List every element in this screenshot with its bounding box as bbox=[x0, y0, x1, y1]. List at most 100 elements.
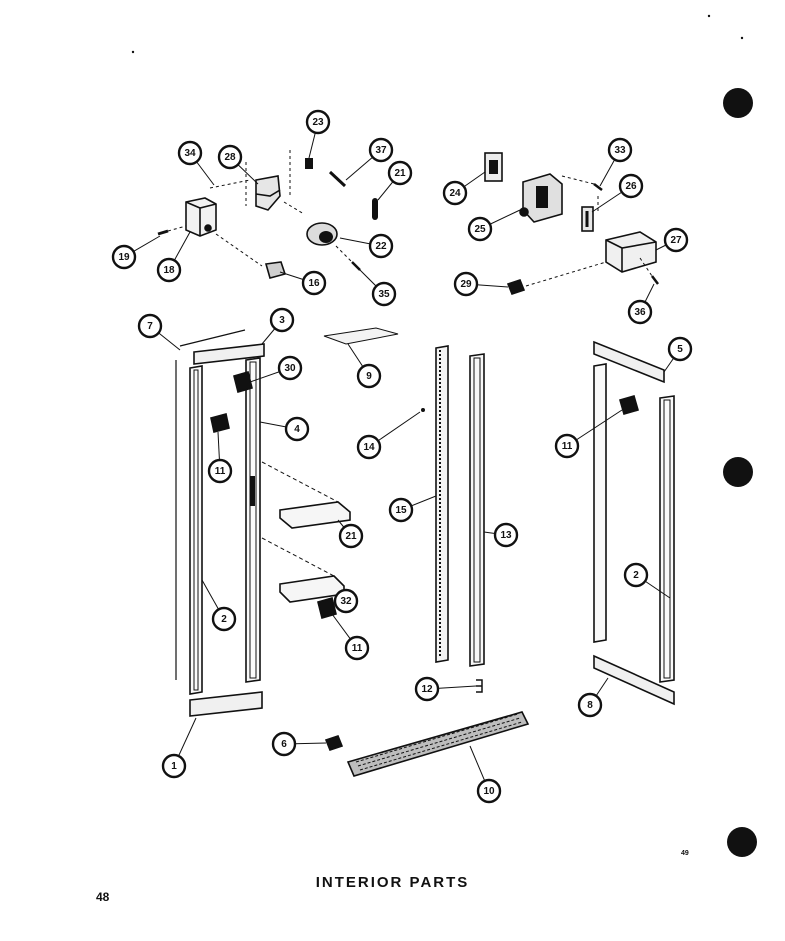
hinge-11-lower bbox=[317, 597, 337, 619]
callout-10: 10 bbox=[476, 778, 502, 804]
callout-circle bbox=[301, 270, 327, 296]
callout-number: 11 bbox=[352, 643, 363, 654]
callout-circle bbox=[414, 676, 440, 702]
callout-36: 36 bbox=[627, 299, 653, 325]
strip-4 bbox=[245, 357, 261, 683]
binder-hole-bottom bbox=[727, 827, 757, 857]
binder-hole-middle bbox=[723, 457, 753, 487]
hinge-11-left bbox=[210, 413, 230, 433]
callout-27: 27 bbox=[663, 227, 689, 253]
callout-2: 2 bbox=[623, 562, 649, 588]
callout-number: 14 bbox=[363, 442, 375, 453]
breaker-1 bbox=[189, 691, 263, 717]
callout-circle bbox=[211, 606, 237, 632]
callout-number: 13 bbox=[500, 530, 512, 541]
callout-number: 21 bbox=[394, 168, 406, 179]
grille-10 bbox=[346, 711, 530, 777]
breaker-6 bbox=[593, 654, 675, 706]
callout-circle bbox=[344, 635, 370, 661]
callout-circle bbox=[269, 307, 295, 333]
callout-2: 2 bbox=[211, 606, 237, 632]
callout-circle bbox=[137, 313, 163, 339]
callout-number: 9 bbox=[366, 371, 372, 382]
callout-circle bbox=[453, 271, 479, 297]
callout-number: 33 bbox=[614, 145, 626, 156]
knob-29 bbox=[506, 279, 526, 295]
corner-mark: 49 bbox=[681, 850, 689, 857]
callout-number: 11 bbox=[562, 441, 573, 452]
callout-15: 15 bbox=[388, 497, 414, 523]
callout-28: 28 bbox=[217, 144, 243, 170]
mullion-13-inner bbox=[473, 357, 481, 663]
callout-6: 6 bbox=[271, 731, 297, 757]
callout-number: 25 bbox=[474, 224, 486, 235]
callout-number: 3 bbox=[279, 315, 285, 326]
bracket-28 bbox=[255, 175, 281, 211]
callout-number: 28 bbox=[224, 152, 236, 163]
screw-33 bbox=[593, 183, 603, 191]
mullion-15 bbox=[435, 345, 449, 663]
speck bbox=[740, 36, 744, 40]
callout-number: 32 bbox=[340, 596, 352, 607]
strip-right-2-inner bbox=[663, 399, 671, 679]
callout-number: 1 bbox=[171, 761, 177, 772]
callout-circle bbox=[305, 109, 331, 135]
callout-14: 14 bbox=[356, 434, 382, 460]
control-25-detail bbox=[536, 186, 548, 208]
callout-11: 11 bbox=[207, 458, 233, 484]
callout-circle bbox=[371, 281, 397, 307]
callout-7: 7 bbox=[137, 313, 163, 339]
screw-36 bbox=[651, 275, 659, 285]
callout-number: 16 bbox=[308, 278, 320, 289]
strip-4-inner bbox=[249, 361, 257, 679]
thermostat-knob bbox=[204, 224, 212, 232]
callout-number: 26 bbox=[625, 181, 637, 192]
hinge-30 bbox=[233, 371, 253, 393]
callout-number: 27 bbox=[670, 235, 682, 246]
callout-circle bbox=[284, 416, 310, 442]
bracket-28-bend bbox=[255, 189, 281, 197]
callout-circle bbox=[368, 137, 394, 163]
callout-number: 37 bbox=[375, 145, 387, 156]
housing-27-face bbox=[605, 239, 657, 272]
callout-circle bbox=[607, 137, 633, 163]
callout-18: 18 bbox=[156, 257, 182, 283]
callout-circle bbox=[111, 244, 137, 270]
callout-circle bbox=[667, 336, 693, 362]
callout-circle bbox=[333, 588, 359, 614]
callout-circle bbox=[156, 257, 182, 283]
screw-19 bbox=[157, 229, 169, 236]
callout-11: 11 bbox=[344, 635, 370, 661]
cover-9 bbox=[323, 327, 399, 345]
parts-drawing bbox=[131, 14, 757, 857]
callout-number: 29 bbox=[460, 279, 472, 290]
clip-16 bbox=[264, 261, 287, 279]
strip-left-outer bbox=[189, 365, 203, 695]
callout-number: 8 bbox=[587, 700, 593, 711]
hinge-11-right bbox=[619, 395, 639, 415]
callout-number: 10 bbox=[483, 786, 495, 797]
callout-number: 7 bbox=[147, 321, 153, 332]
callout-5: 5 bbox=[667, 336, 693, 362]
callout-9: 9 bbox=[356, 363, 382, 389]
callout-number: 36 bbox=[634, 307, 646, 318]
callout-circle bbox=[207, 458, 233, 484]
page-number: 48 bbox=[96, 890, 110, 904]
callout-circle bbox=[663, 227, 689, 253]
thermostat-box-face bbox=[185, 201, 217, 236]
callout-circle bbox=[356, 434, 382, 460]
binder-hole-top bbox=[723, 88, 753, 118]
pin-21 bbox=[372, 198, 378, 220]
callout-21: 21 bbox=[338, 523, 364, 549]
callout-21: 21 bbox=[387, 160, 413, 186]
callout-number: 18 bbox=[163, 265, 175, 276]
callout-34: 34 bbox=[177, 140, 203, 166]
callout-number: 2 bbox=[633, 570, 639, 581]
callout-number: 12 bbox=[421, 684, 433, 695]
breaker-5 bbox=[593, 340, 665, 384]
clip-14 bbox=[421, 408, 425, 412]
callout-25: 25 bbox=[467, 216, 493, 242]
callout-circle bbox=[177, 140, 203, 166]
